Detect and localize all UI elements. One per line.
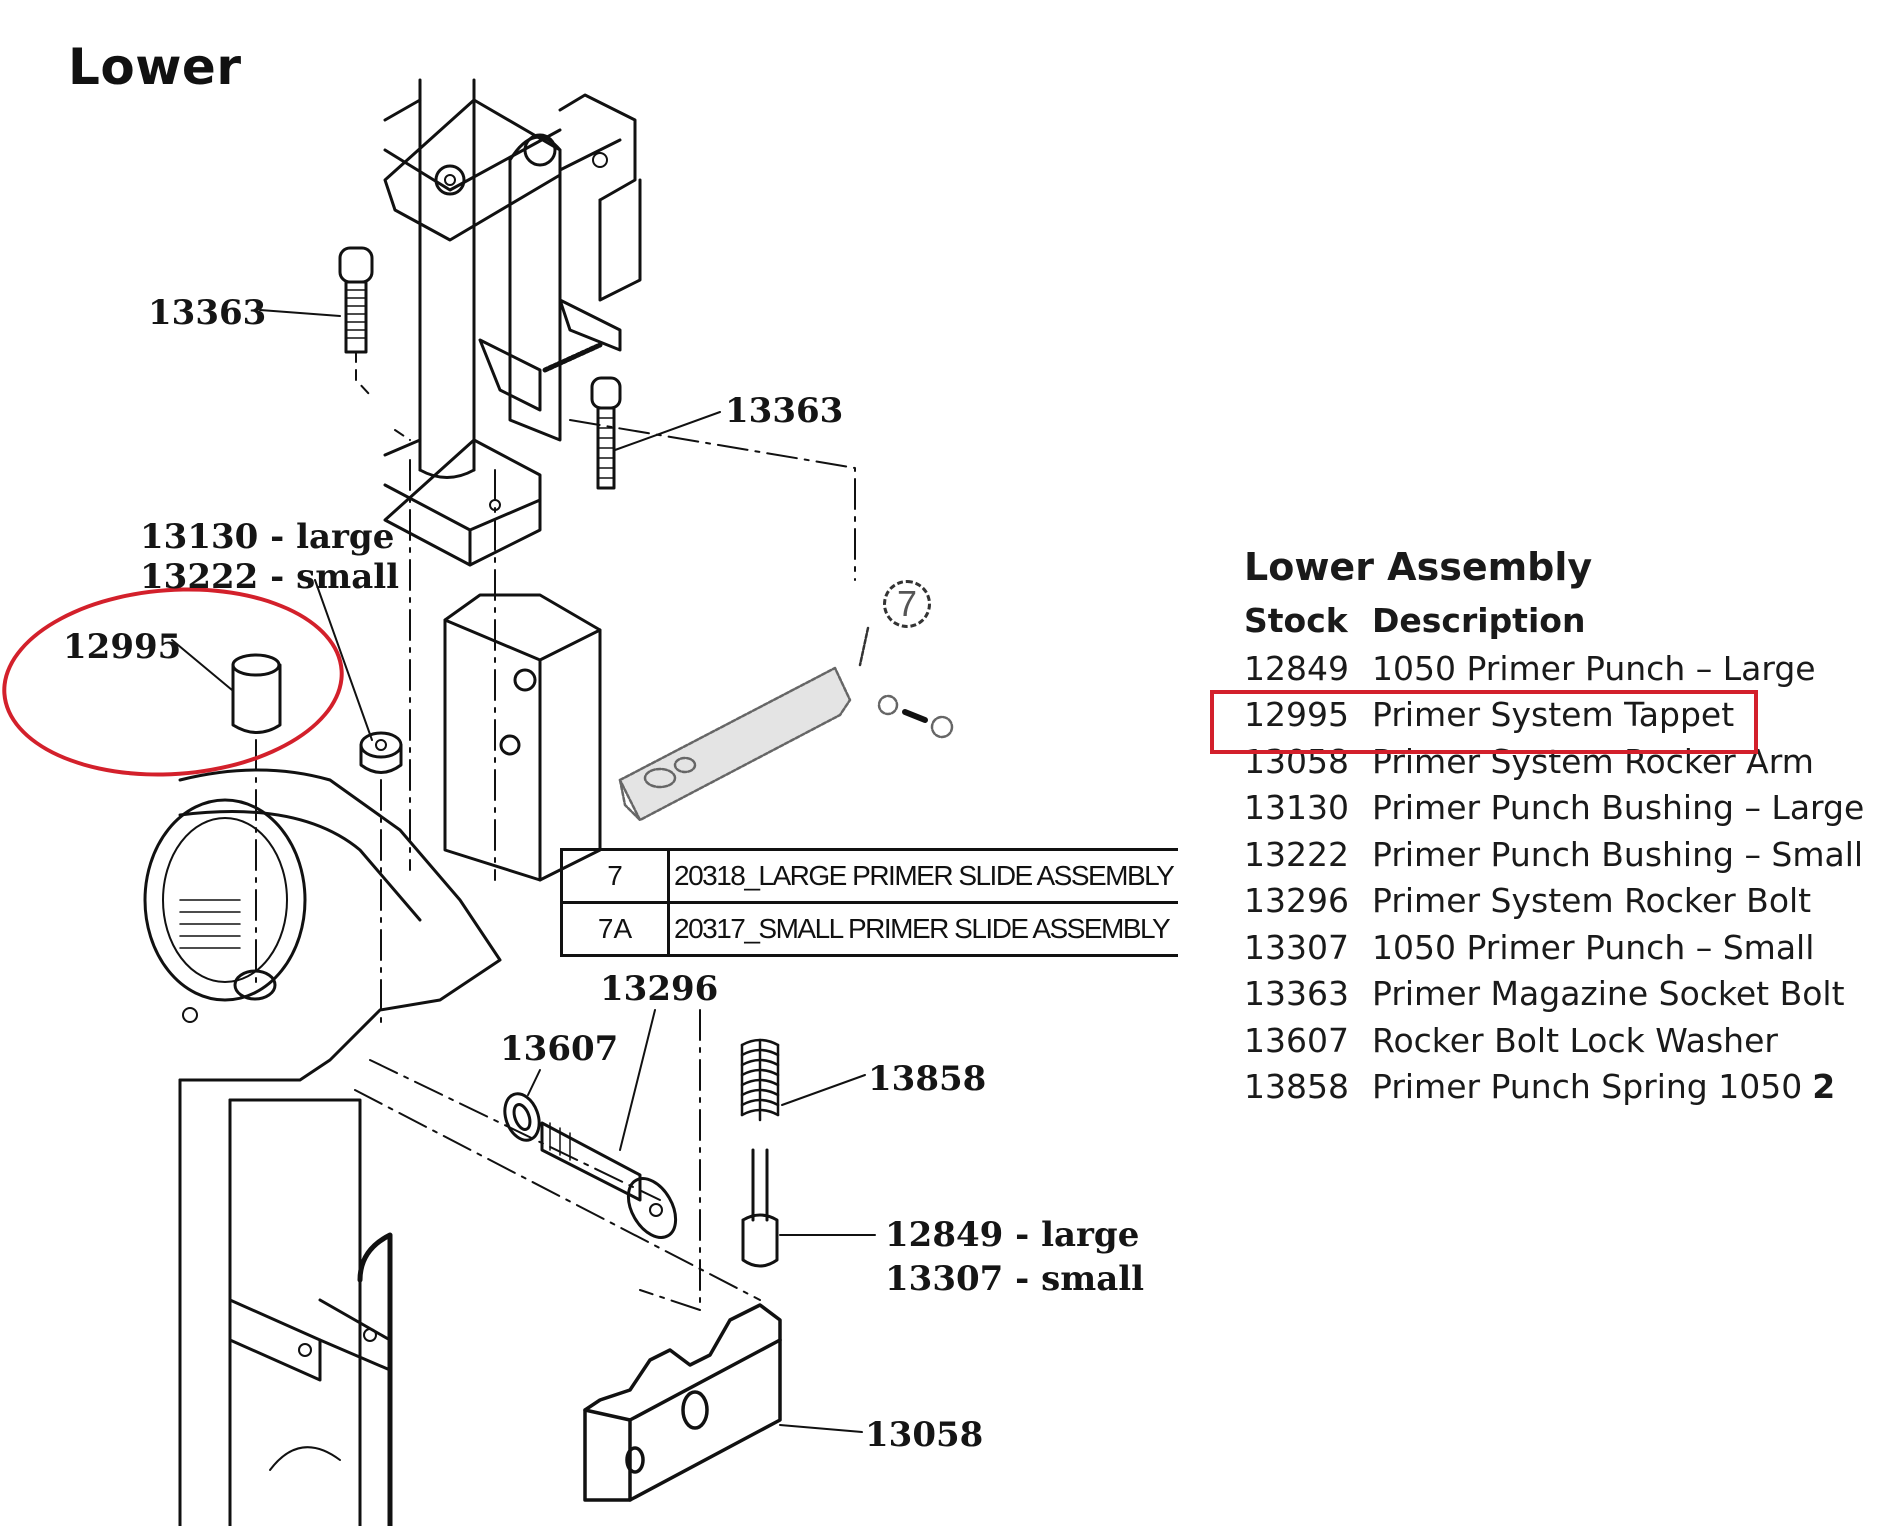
callout-12995: 12995 [63, 627, 182, 667]
callout-13058: 13058 [865, 1415, 984, 1455]
list-item: 13130 Primer Punch Bushing – Large [1244, 785, 1864, 832]
parts-list-header: Stock Description [1244, 601, 1864, 645]
part-description: 1050 Primer Punch – Small [1372, 927, 1815, 967]
stock-number: 13858 [1244, 1067, 1349, 1107]
top-clamp-block [383, 98, 562, 242]
primer-system-rocker-bolt [540, 1121, 678, 1239]
list-item: 13058 Primer System Rocker Arm [1244, 738, 1864, 785]
callout-12849-large: 12849 - large [885, 1215, 1140, 1255]
slide-row-number: 7A [560, 901, 670, 957]
page-title: Lower [68, 38, 242, 96]
part-description: Primer System Rocker Bolt [1372, 881, 1812, 921]
table-row: 7 20318_LARGE PRIMER SLIDE ASSEMBLY [560, 848, 1178, 904]
parts-list-title: Lower Assembly [1244, 545, 1593, 589]
list-item: 13222 Primer Punch Bushing – Small [1244, 831, 1864, 878]
primer-punch-bushing [359, 731, 403, 1031]
table-row: 7A 20317_SMALL PRIMER SLIDE ASSEMBLY [560, 901, 1178, 957]
list-item: 12995 Primer System Tappet [1244, 692, 1864, 739]
part-description: Primer Magazine Socket Bolt [1372, 974, 1845, 1014]
stock-number: 12849 [1244, 648, 1349, 688]
part-description: Rocker Bolt Lock Washer [1372, 1020, 1778, 1060]
callout-13296: 13296 [600, 969, 719, 1009]
primer-slide [618, 626, 954, 822]
callout-13363-right: 13363 [725, 391, 844, 431]
part-description: Primer Punch Spring 1050 [1372, 1067, 1803, 1107]
stock-number: 13130 [1244, 788, 1349, 828]
lower-frame [178, 1078, 393, 1526]
part-description: Primer Punch Bushing – Large [1372, 788, 1865, 828]
list-item: 12849 1050 Primer Punch – Large [1244, 645, 1864, 692]
base-plate [143, 768, 502, 1082]
part-quantity: 2 [1812, 1067, 1836, 1107]
parts-list: Lower Assembly Stock Description 12849 10… [1244, 545, 1864, 1110]
stock-number: 13607 [1244, 1020, 1349, 1060]
slide-reference-bubble: 7 [883, 580, 931, 628]
list-item: 13363 Primer Magazine Socket Bolt [1244, 971, 1864, 1018]
stock-number: 12995 [1244, 695, 1349, 735]
slide-row-description: 20317_SMALL PRIMER SLIDE ASSEMBLY [668, 901, 1178, 957]
tower-block [443, 593, 602, 882]
stock-number: 13307 [1244, 927, 1349, 967]
leader-lines [171, 309, 876, 1433]
socket-bolt-right [590, 376, 622, 490]
socket-bolt-left [338, 246, 411, 441]
upper-link-arm [508, 133, 562, 442]
stock-number: 13222 [1244, 834, 1349, 874]
primer-system-rocker-arm [583, 1303, 782, 1502]
stock-number: 13296 [1244, 881, 1349, 921]
list-item: 13296 Primer System Rocker Bolt [1244, 878, 1864, 925]
callout-13307-small: 13307 - small [885, 1259, 1145, 1299]
rocker-bolt-lock-washer [503, 1092, 541, 1142]
latch-spring [478, 298, 622, 412]
mid-block [383, 438, 542, 567]
row-highlight-box [1210, 690, 1758, 754]
callout-13130-large: 13130 - large [140, 517, 395, 557]
header-stock: Stock [1244, 601, 1348, 640]
part-description: Primer System Rocker Arm [1372, 741, 1814, 781]
primer-punch [741, 1148, 779, 1268]
list-item: 13307 1050 Primer Punch – Small [1244, 924, 1864, 971]
list-item: 13607 Rocker Bolt Lock Washer [1244, 1017, 1864, 1064]
primer-system-tappet [231, 653, 282, 991]
part-description: Primer Punch Bushing – Small [1372, 834, 1864, 874]
stock-number: 13058 [1244, 741, 1349, 781]
callout-13363-left: 13363 [148, 293, 267, 333]
callout-13222-small: 13222 - small [140, 557, 400, 597]
right-bracket [558, 93, 642, 302]
slide-row-description: 20318_LARGE PRIMER SLIDE ASSEMBLY [668, 848, 1178, 904]
primer-post [418, 78, 476, 479]
callout-13607: 13607 [500, 1029, 619, 1069]
callout-13858: 13858 [868, 1059, 987, 1099]
center-lines [354, 419, 856, 1311]
slide-row-number: 7 [560, 848, 670, 904]
stock-number: 13363 [1244, 974, 1349, 1014]
primer-punch-spring [740, 1038, 780, 1122]
part-description: 1050 Primer Punch – Large [1372, 648, 1816, 688]
primer-slide-table: 7 20318_LARGE PRIMER SLIDE ASSEMBLY 7A 2… [560, 848, 1178, 957]
part-description: Primer System Tappet [1372, 695, 1735, 735]
header-description: Description [1372, 601, 1586, 640]
